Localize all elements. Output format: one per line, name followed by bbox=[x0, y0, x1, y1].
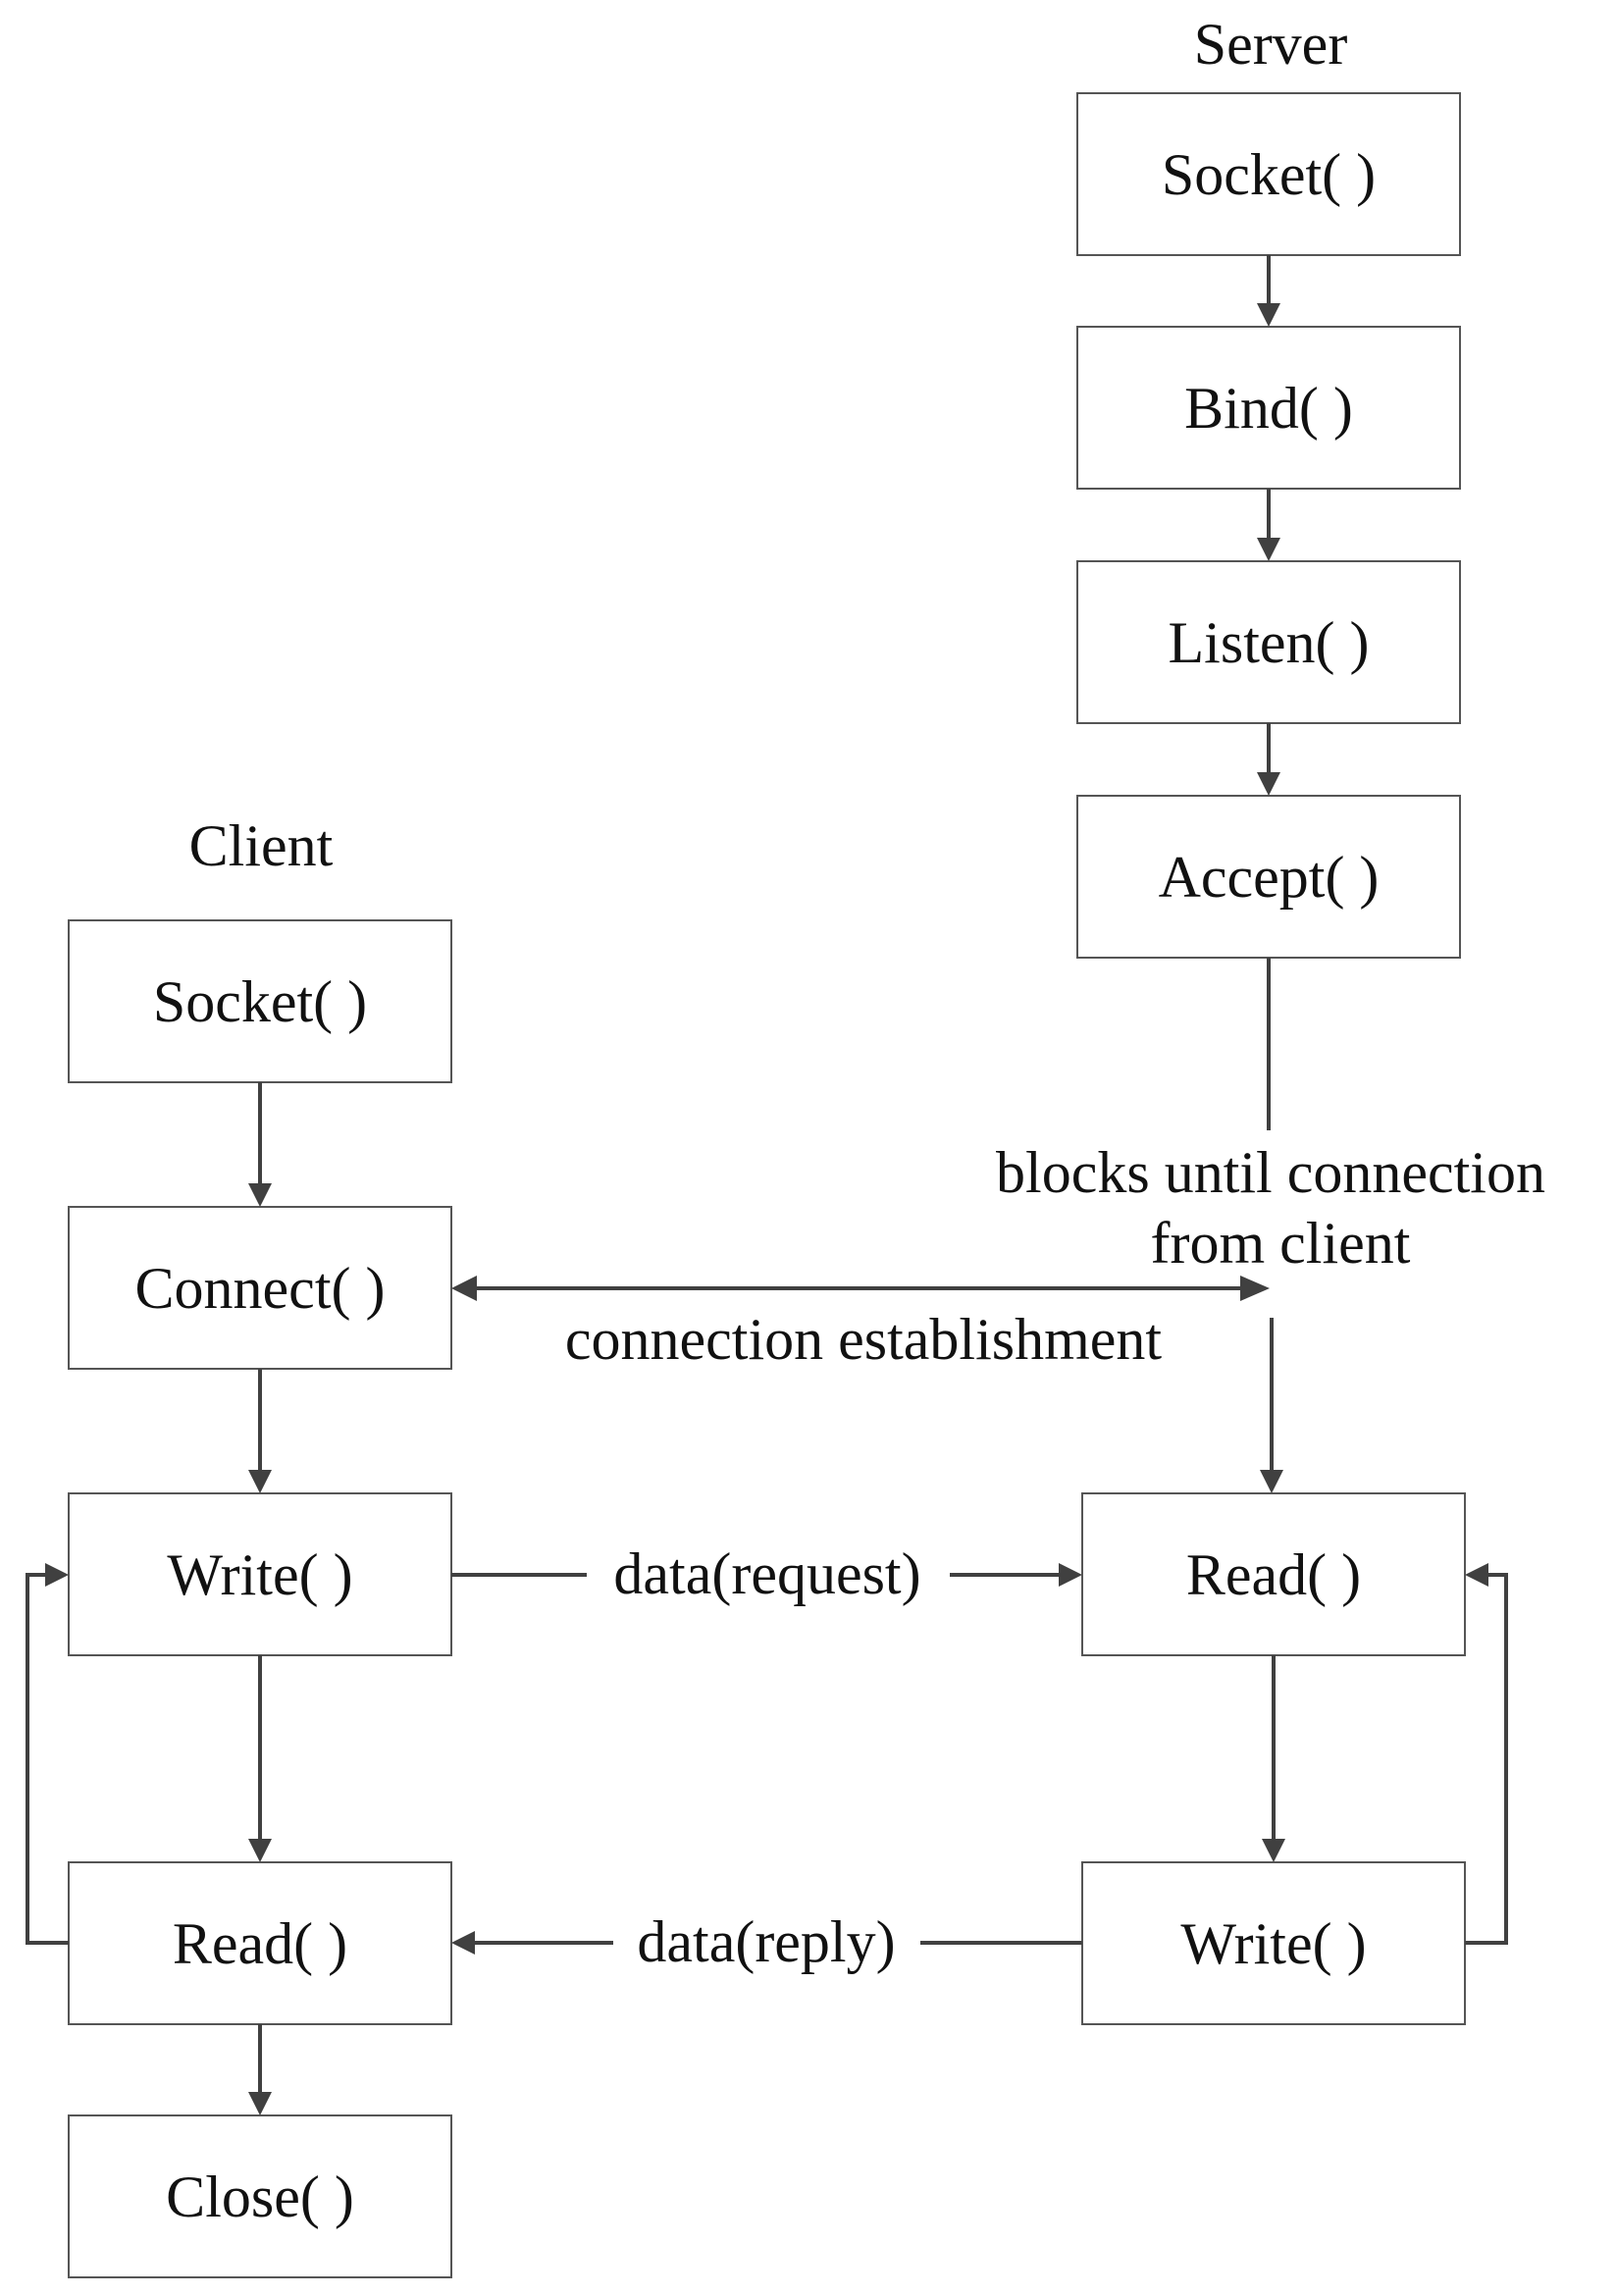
client-socket-label: Socket( ) bbox=[153, 969, 367, 1034]
server-accept-label: Accept( ) bbox=[1159, 845, 1380, 910]
server-listen-label: Listen( ) bbox=[1169, 610, 1370, 675]
arrow-client-write-to-read bbox=[248, 1655, 272, 1862]
server-bind-box: Bind( ) bbox=[1076, 326, 1461, 490]
arrow-blocks-to-server-read bbox=[1260, 1318, 1283, 1493]
server-read-label: Read( ) bbox=[1186, 1542, 1361, 1607]
client-read-box: Read( ) bbox=[68, 1861, 452, 2025]
arrow-server-listen-to-accept bbox=[1257, 723, 1280, 796]
server-accept-box: Accept( ) bbox=[1076, 795, 1461, 959]
data-reply-label: data(reply) bbox=[637, 1909, 895, 1974]
server-bind-label: Bind( ) bbox=[1184, 376, 1353, 441]
client-connect-box: Connect( ) bbox=[68, 1206, 452, 1370]
server-read-box: Read( ) bbox=[1081, 1492, 1466, 1656]
arrow-client-socket-to-connect bbox=[248, 1082, 272, 1207]
client-close-label: Close( ) bbox=[166, 2165, 354, 2229]
server-header: Server bbox=[1194, 12, 1348, 77]
arrow-client-connect-to-write bbox=[248, 1369, 272, 1493]
connection-establishment-label: connection establishment bbox=[565, 1307, 1163, 1372]
arrow-server-read-to-write bbox=[1262, 1655, 1285, 1862]
client-read-label: Read( ) bbox=[173, 1911, 347, 1976]
blocks-until-connection-label: blocks until connection bbox=[996, 1140, 1545, 1205]
server-write-box: Write( ) bbox=[1081, 1861, 1466, 2025]
data-request-label: data(request) bbox=[613, 1541, 920, 1606]
arrow-connection-establishment bbox=[451, 1276, 1270, 1301]
server-socket-box: Socket( ) bbox=[1076, 92, 1461, 256]
client-write-box: Write( ) bbox=[68, 1492, 452, 1656]
arrow-server-socket-to-bind bbox=[1257, 255, 1280, 327]
client-socket-box: Socket( ) bbox=[68, 919, 452, 1083]
client-header: Client bbox=[189, 813, 334, 878]
client-close-box: Close( ) bbox=[68, 2114, 452, 2278]
loop-client-read-to-write bbox=[26, 1563, 69, 1945]
arrow-data-request bbox=[451, 1563, 1082, 1587]
client-connect-label: Connect( ) bbox=[135, 1256, 386, 1321]
server-write-label: Write( ) bbox=[1180, 1911, 1366, 1976]
arrow-client-read-to-close bbox=[248, 2024, 272, 2115]
loop-server-write-to-read bbox=[1465, 1563, 1508, 1945]
client-write-label: Write( ) bbox=[167, 1542, 352, 1607]
server-socket-label: Socket( ) bbox=[1162, 142, 1376, 207]
server-listen-box: Listen( ) bbox=[1076, 560, 1461, 724]
arrow-server-bind-to-listen bbox=[1257, 489, 1280, 561]
from-client-label: from client bbox=[1151, 1211, 1411, 1276]
arrow-data-reply bbox=[451, 1931, 1082, 1955]
